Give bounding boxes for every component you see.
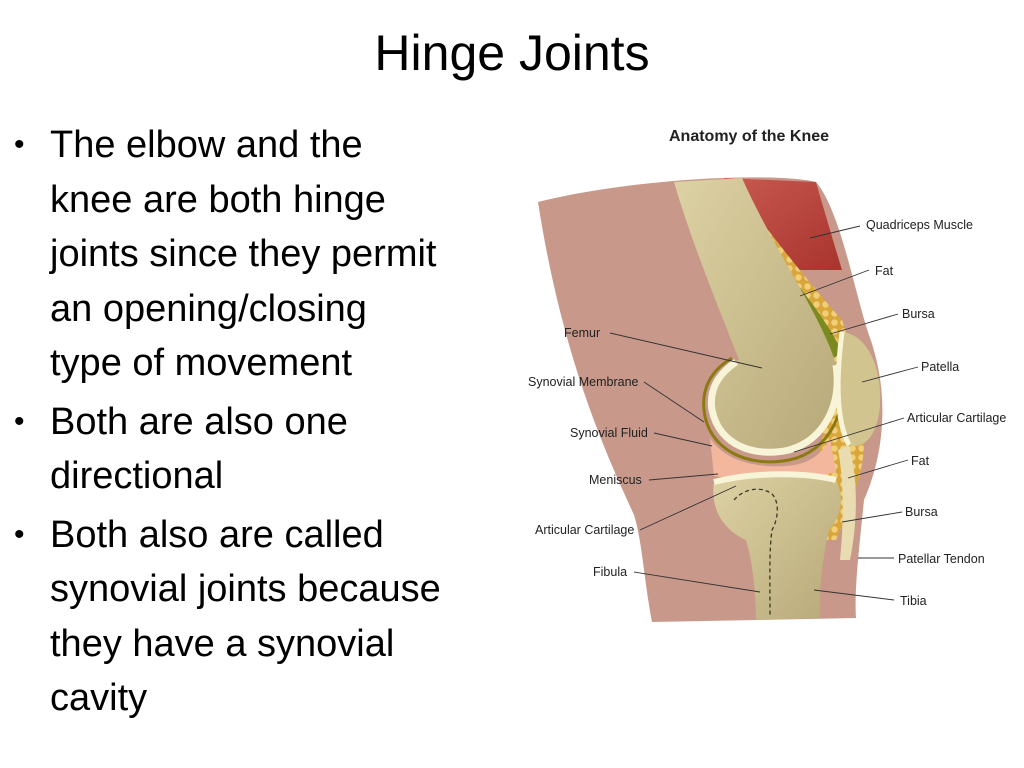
label-synovial-membrane: Synovial Membrane — [528, 375, 639, 389]
bullet-line: Both are also one — [50, 400, 348, 443]
bullet-line: cavity — [50, 677, 148, 719]
meniscus-shape — [710, 438, 836, 480]
bullet-line: knee are both hinge — [50, 178, 386, 221]
fibula-shape — [733, 488, 778, 617]
diagram-title: Anatomy of the Knee — [669, 128, 830, 145]
bullet-item: • Both are also one directional — [14, 395, 494, 504]
label-patellar-tendon: Patellar Tendon — [898, 552, 985, 566]
knee-illustration — [538, 177, 919, 622]
label-patella: Patella — [921, 360, 960, 374]
knee-anatomy-figure: Anatomy of the Knee Femur Synovial Membr… — [524, 120, 1018, 630]
label-bursa-upper: Bursa — [902, 307, 935, 321]
femur-shape — [674, 178, 838, 453]
label-bursa-lower: Bursa — [905, 505, 938, 519]
bullet-line: they have a synovial — [50, 622, 395, 665]
fat-shape — [746, 200, 865, 540]
slide-title: Hinge Joints — [374, 25, 650, 81]
femoral-cartilage — [707, 359, 841, 456]
label-fibula: Fibula — [593, 565, 628, 579]
label-meniscus: Meniscus — [589, 473, 642, 487]
bullet-line: The elbow and the — [50, 124, 363, 166]
label-fat-upper: Fat — [875, 264, 894, 278]
synovial-membrane — [702, 356, 846, 464]
bullet-item: • The elbow and the knee are both hinge … — [14, 118, 494, 391]
patella-shape — [838, 332, 881, 446]
bullet-icon: • — [14, 517, 25, 551]
bullet-item: • Both also are called synovial joints b… — [14, 508, 494, 726]
label-femur: Femur — [564, 326, 601, 340]
label-synovial-fluid: Synovial Fluid — [570, 426, 648, 440]
bullet-icon: • — [14, 128, 25, 161]
patellar-tendon-shape — [838, 445, 856, 560]
bullet-line: directional — [50, 455, 224, 497]
bullet-list: • The elbow and the knee are both hinge … — [14, 118, 494, 730]
bullet-icon: • — [14, 404, 25, 438]
leader-lines — [609, 225, 919, 601]
label-articular-cartilage-right: Articular Cartilage — [907, 411, 1007, 425]
bullet-line: joints since they permit — [50, 233, 437, 275]
label-articular-cartilage-left: Articular Cartilage — [535, 523, 635, 537]
quadriceps-shape — [724, 178, 842, 270]
label-fat-lower: Fat — [911, 454, 930, 468]
bullet-line: an opening/closing — [50, 287, 367, 330]
tibia-shape — [713, 474, 841, 620]
label-quadriceps-muscle: Quadriceps Muscle — [866, 218, 973, 232]
tibial-cartilage — [713, 471, 837, 485]
bullet-line: Both also are called — [50, 513, 384, 556]
bullet-line: synovial joints because — [50, 568, 441, 610]
bullet-line: type of movement — [50, 342, 353, 384]
label-tibia: Tibia — [900, 594, 927, 608]
